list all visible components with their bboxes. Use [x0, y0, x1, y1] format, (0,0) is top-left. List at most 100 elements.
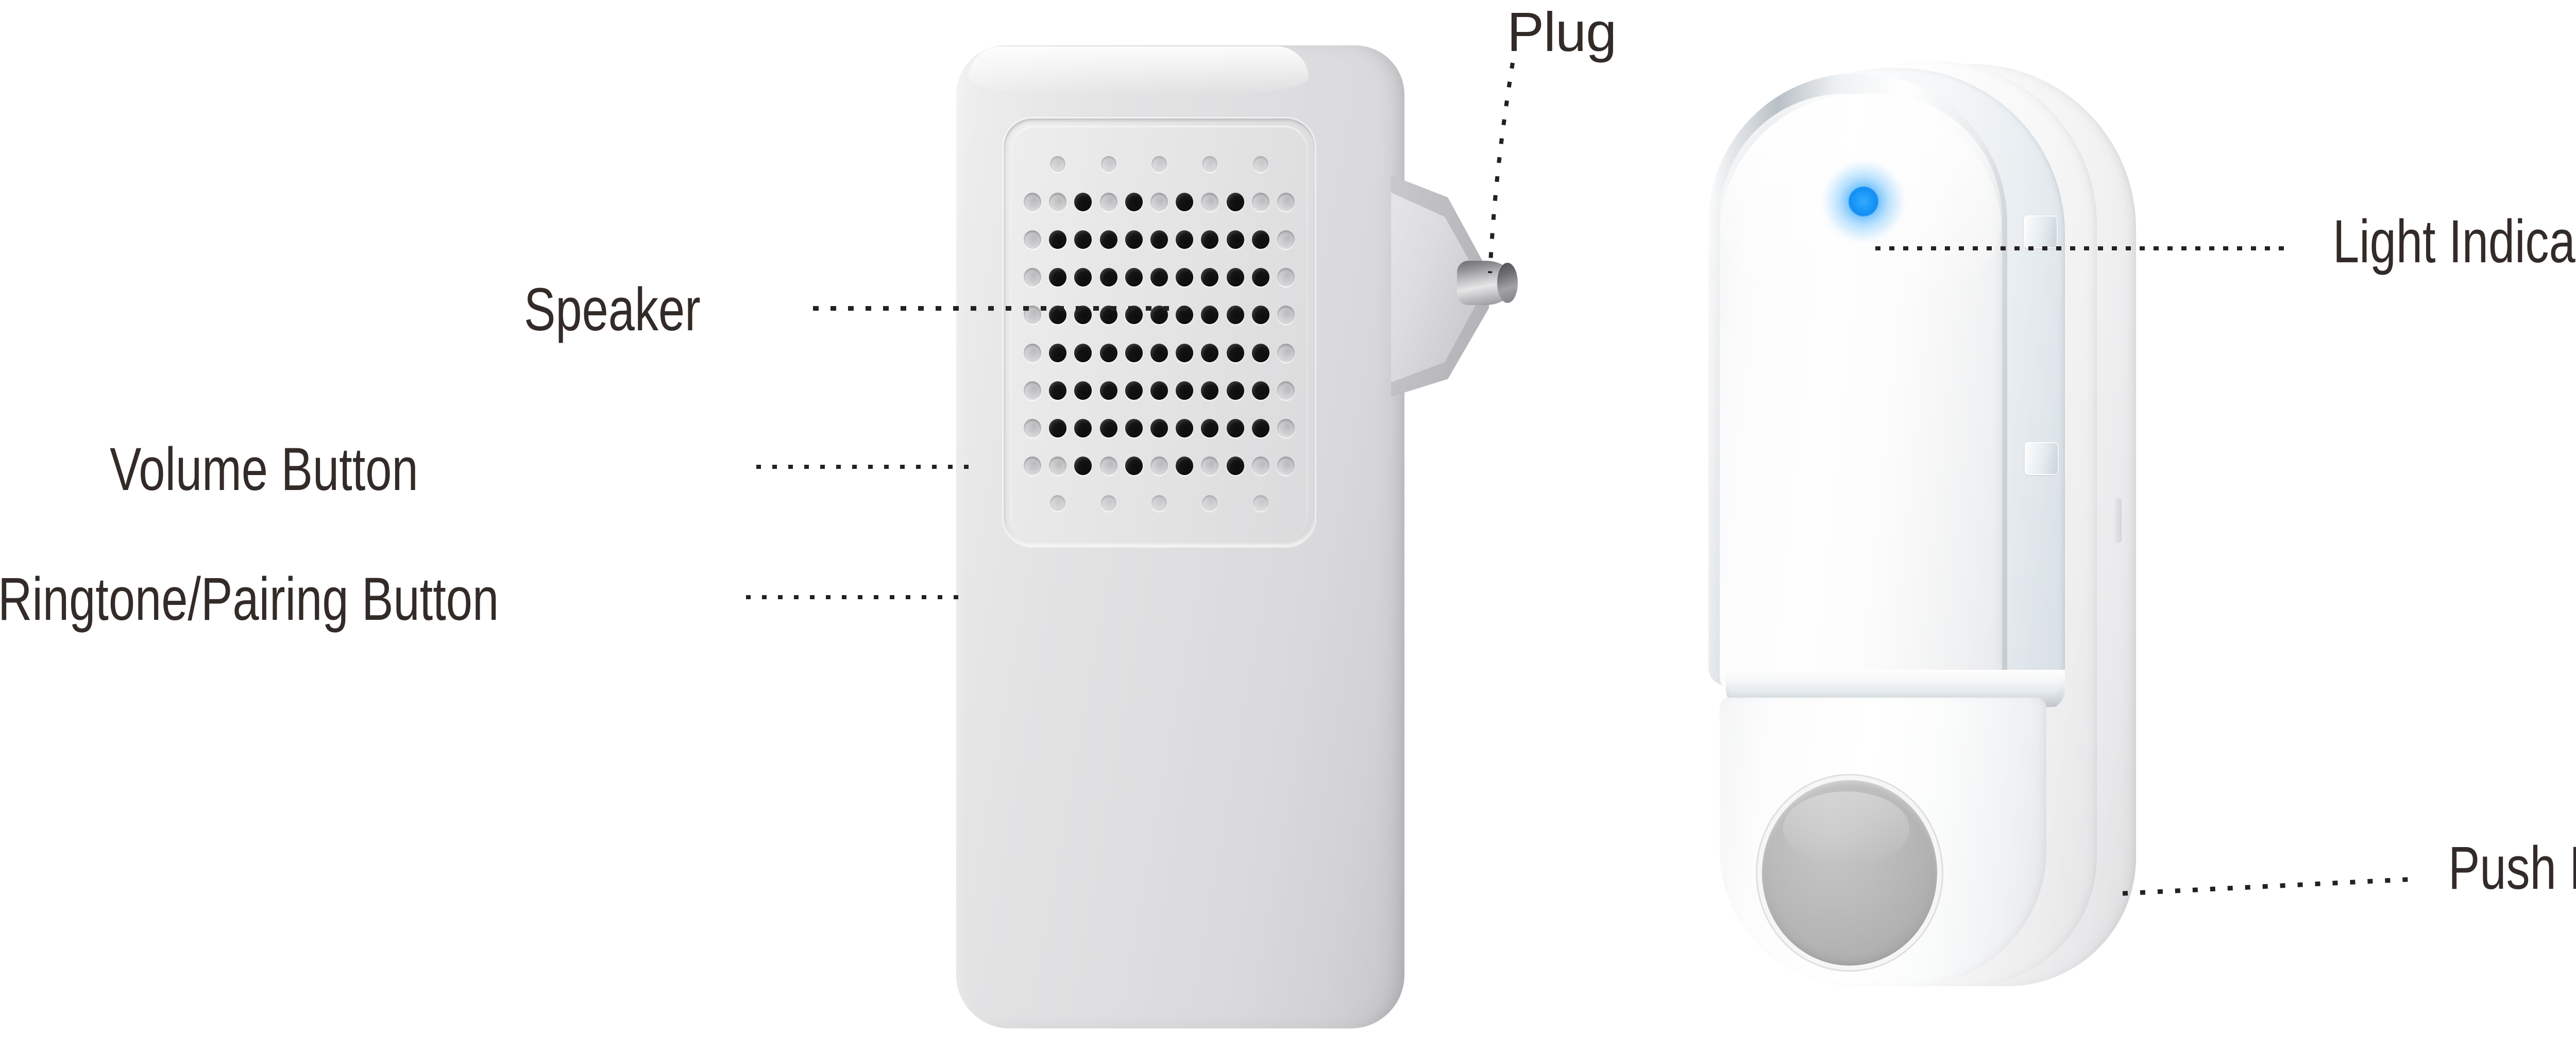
speaker-dot: [1176, 456, 1194, 475]
speaker-dot: [1074, 456, 1092, 475]
speaker-dot: [1024, 381, 1041, 400]
receiver-speaker-grille: [1004, 119, 1315, 546]
speaker-dot: [1226, 343, 1244, 362]
speaker-dot: [1074, 268, 1092, 287]
speaker-dot: [1100, 495, 1116, 511]
push-button-gloss: [1783, 791, 1909, 866]
speaker-dot: [1150, 343, 1168, 362]
speaker-dot: [1049, 343, 1067, 362]
speaker-dot: [1251, 306, 1269, 325]
doorbell-receiver: [956, 45, 1411, 1028]
speaker-dot: [1226, 306, 1244, 325]
speaker-dot: [1277, 230, 1295, 249]
speaker-dot: [1125, 418, 1143, 437]
label-plug: Plug: [1507, 1, 1617, 63]
speaker-dot: [1050, 156, 1066, 172]
speaker-dot: [1150, 456, 1168, 475]
speaker-dot: [1226, 418, 1244, 437]
speaker-dot: [1125, 343, 1143, 362]
speaker-dot: [1024, 418, 1041, 437]
speaker-dot: [1024, 456, 1041, 475]
speaker-dot: [1251, 381, 1269, 400]
speaker-dot: [1277, 418, 1295, 437]
push-button[interactable]: [1762, 780, 1937, 966]
speaker-dot: [1100, 156, 1116, 172]
speaker-dot: [1176, 268, 1194, 287]
speaker-dot: [1150, 381, 1168, 400]
speaker-dot: [1049, 418, 1067, 437]
speaker-dot: [1049, 456, 1067, 475]
leader-line-speaker: [813, 306, 1189, 311]
speaker-dot: [1125, 268, 1143, 287]
speaker-dot: [1252, 495, 1268, 511]
speaker-dot: [1251, 268, 1269, 287]
speaker-dot: [1150, 230, 1168, 249]
speaker-dot: [1125, 193, 1143, 212]
speaker-dot: [1049, 268, 1067, 287]
speaker-dot: [1201, 230, 1219, 249]
leader-line-plug: [1463, 61, 1566, 277]
speaker-dot: [1201, 268, 1219, 287]
speaker-dot: [1252, 156, 1268, 172]
speaker-dot: [1176, 193, 1194, 212]
speaker-dot: [1099, 343, 1117, 362]
speaker-dot: [1151, 156, 1167, 172]
speaker-dot: [1277, 343, 1295, 362]
speaker-dot: [1202, 156, 1218, 172]
speaker-dot: [1099, 230, 1117, 249]
speaker-dot: [1125, 456, 1143, 475]
speaker-dot: [1074, 193, 1092, 212]
label-ringtone-pairing-button: Ringtone/Pairing Button: [0, 565, 499, 633]
speaker-dot: [1226, 193, 1244, 212]
speaker-dot: [1099, 381, 1117, 400]
speaker-dot: [1201, 193, 1219, 212]
speaker-dot: [1277, 381, 1295, 400]
plug-pin-cap: [1497, 263, 1518, 303]
speaker-dot: [1024, 193, 1041, 212]
clear-cover-bottom-edge-inner: [1729, 675, 2059, 702]
clear-cover-clip-tab-top: [2024, 215, 2058, 248]
receiver-top-highlight: [969, 46, 1309, 96]
speaker-dot: [1277, 268, 1295, 287]
speaker-dot: [1226, 381, 1244, 400]
speaker-dot: [1150, 418, 1168, 437]
speaker-dot: [1074, 343, 1092, 362]
doorbell-push-button-transmitter: [1705, 61, 2148, 988]
leader-line-light-indicator: [1875, 246, 2293, 250]
speaker-dot: [1176, 381, 1194, 400]
speaker-dot: [1251, 193, 1269, 212]
speaker-dot: [1251, 418, 1269, 437]
speaker-dot: [1099, 418, 1117, 437]
speaker-dot: [1176, 418, 1194, 437]
speaker-dot: [1277, 193, 1295, 212]
speaker-dot: [1176, 343, 1194, 362]
speaker-dot-matrix: [1024, 156, 1295, 511]
speaker-dot: [1049, 381, 1067, 400]
speaker-dot: [1226, 230, 1244, 249]
speaker-dot: [1049, 193, 1067, 212]
speaker-dot: [1099, 456, 1117, 475]
transmitter-side-notch: [2114, 498, 2122, 543]
leader-line-volume-button: [756, 465, 973, 469]
speaker-dot: [1125, 381, 1143, 400]
speaker-dot: [1251, 456, 1269, 475]
speaker-dot: [1251, 343, 1269, 362]
speaker-dot: [1074, 381, 1092, 400]
light-indicator-led: [1849, 187, 1878, 216]
receiver-body: [956, 45, 1404, 1028]
speaker-dot: [1201, 418, 1219, 437]
label-volume-button: Volume Button: [110, 435, 418, 503]
leader-line-push-button: [2122, 876, 2417, 897]
speaker-dot: [1277, 456, 1295, 475]
speaker-dot: [1176, 230, 1194, 249]
speaker-dot: [1049, 230, 1067, 249]
speaker-dot: [1277, 306, 1295, 325]
speaker-dot: [1050, 495, 1066, 511]
speaker-dot: [1024, 268, 1041, 287]
speaker-dot: [1201, 456, 1219, 475]
speaker-dot: [1202, 495, 1218, 511]
speaker-dot: [1074, 230, 1092, 249]
speaker-dot: [1150, 193, 1168, 212]
speaker-dot: [1074, 418, 1092, 437]
